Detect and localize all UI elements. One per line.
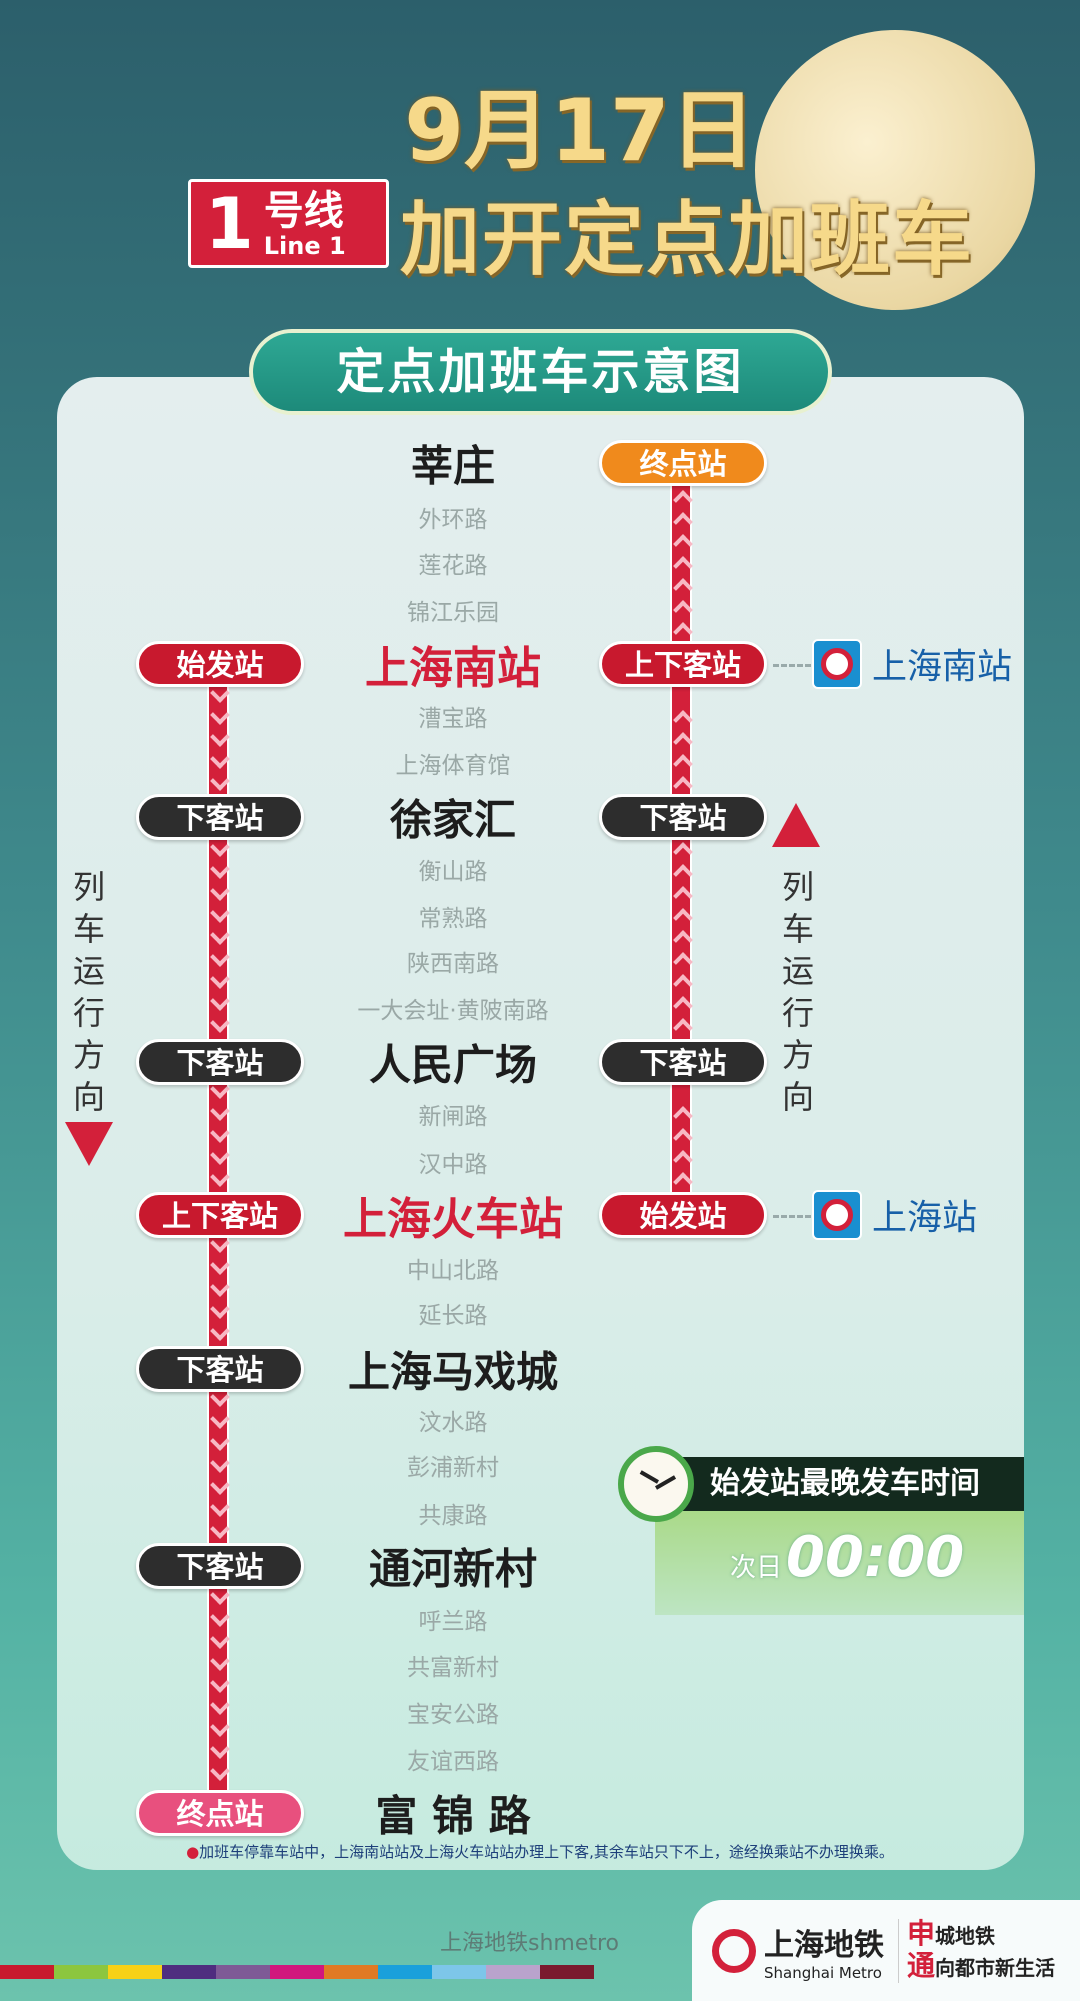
- diagram-title: 定点加班车示意图: [249, 329, 832, 415]
- last-departure-box: [655, 1495, 1024, 1615]
- station-name: 呼兰路: [418, 1609, 488, 1635]
- railway-station-label: 上海南站: [872, 647, 1013, 688]
- station-name: 宝安公路: [407, 1702, 499, 1728]
- stop-type-badge-left: 终点站: [136, 1790, 304, 1836]
- station-name: 人民广场: [368, 1040, 538, 1090]
- color-stripe: [54, 1965, 108, 1979]
- color-stripe: [0, 1965, 54, 1979]
- railway-station-icon: [812, 639, 862, 689]
- color-stripe: [486, 1965, 540, 1979]
- color-stripe: [162, 1965, 216, 1979]
- arrow-down-icon: [65, 1122, 113, 1166]
- station-name: 外环路: [418, 507, 488, 533]
- stop-type-badge-left: 始发站: [136, 641, 304, 687]
- footnote: ●加班车停靠车站中，上海南站站及上海火车站站办理上下客,其余车站只下不上，途经换…: [60, 1841, 1020, 1862]
- direction-label-left: 列车运行方向: [72, 868, 105, 1116]
- stop-type-badge-right: 下客站: [599, 1039, 767, 1085]
- station-name: 延长路: [418, 1303, 488, 1329]
- slogan-1b: 城地铁: [935, 1923, 996, 1948]
- last-departure-time: 次日00:00: [730, 1525, 964, 1590]
- railway-station-label: 上海站: [872, 1198, 978, 1239]
- station-name: 汶水路: [418, 1410, 488, 1436]
- station-name: 中山北路: [407, 1258, 499, 1284]
- direction-label-right: 列车运行方向: [781, 868, 814, 1116]
- date-title: 9月17日: [404, 81, 756, 181]
- page-subtitle: 加开定点加班车: [400, 193, 974, 286]
- logo-en: Shanghai Metro: [764, 1963, 882, 1982]
- color-stripe: [432, 1965, 486, 1979]
- station-name: 常熟路: [418, 906, 488, 932]
- color-stripe: [540, 1965, 594, 1979]
- shanghai-metro-logo-icon: [712, 1928, 756, 1973]
- line-en: Line 1: [263, 231, 346, 260]
- station-name: 莘庄: [410, 441, 496, 491]
- station-name: 上海火车站: [343, 1194, 563, 1245]
- station-name: 共康路: [418, 1503, 488, 1529]
- last-departure-title: 始发站最晚发车时间: [660, 1457, 1024, 1511]
- stop-type-badge-left: 下客站: [136, 1346, 304, 1392]
- slogan-2a: 通: [907, 1948, 936, 1982]
- next-day-label: 次日: [730, 1553, 783, 1583]
- stop-type-badge-left: 上下客站: [136, 1192, 304, 1238]
- station-name: 上海体育馆: [395, 753, 511, 779]
- station-name: 彭浦新村: [407, 1455, 499, 1481]
- stop-type-badge-right: 上下客站: [599, 641, 767, 687]
- slogan-1a: 申: [907, 1916, 936, 1950]
- station-name: 衡山路: [418, 859, 488, 885]
- stop-type-badge-left: 下客站: [136, 1039, 304, 1085]
- color-stripe: [270, 1965, 324, 1979]
- station-name: 漕宝路: [418, 706, 488, 732]
- slogan-2b: 向都市新生活: [935, 1955, 1056, 1980]
- station-name: 友谊西路: [407, 1749, 499, 1775]
- stop-type-badge-right: 始发站: [599, 1192, 767, 1238]
- logo-cn: 上海地铁: [764, 1927, 884, 1963]
- slogan: 申城地铁 通向都市新生活: [898, 1916, 1056, 1983]
- last-departure-title-text: 始发站最晚发车时间: [710, 1466, 980, 1501]
- station-name: 共富新村: [407, 1655, 499, 1681]
- dashed-connector: [773, 1215, 811, 1218]
- dashed-connector: [773, 664, 811, 667]
- station-name: 新闸路: [418, 1104, 488, 1130]
- station-name: 汉中路: [418, 1152, 488, 1178]
- station-name: 一大会址·黄陂南路: [357, 998, 549, 1024]
- stop-type-badge-left: 下客站: [136, 1543, 304, 1589]
- color-stripe: [216, 1965, 270, 1979]
- watermark: 上海地铁shmetro: [440, 1931, 620, 1956]
- station-name: 通河新村: [368, 1544, 538, 1594]
- color-stripe: [378, 1965, 432, 1979]
- station-name: 上海马戏城: [347, 1347, 559, 1397]
- station-name: 上海南站: [365, 643, 541, 694]
- station-name: 陕西南路: [407, 951, 499, 977]
- color-stripe: [108, 1965, 162, 1979]
- station-name: 莲花路: [418, 553, 488, 579]
- color-stripe: [324, 1965, 378, 1979]
- station-name: 富 锦 路: [375, 1791, 531, 1841]
- railway-station-icon: [812, 1190, 862, 1240]
- clock-icon: [618, 1446, 694, 1522]
- stop-type-badge-right: 终点站: [599, 440, 767, 486]
- footnote-text: 加班车停靠车站中，上海南站站及上海火车站站办理上下客,其余车站只下不上，途经换乘…: [199, 1843, 894, 1861]
- station-name: 锦江乐园: [407, 600, 499, 626]
- line-number: 1: [205, 182, 254, 265]
- line-cn: 号线: [263, 187, 344, 234]
- arrow-up-icon: [772, 803, 820, 847]
- bullet-icon: ●: [186, 1843, 200, 1861]
- station-name: 徐家汇: [389, 795, 517, 845]
- time-value: 00:00: [786, 1525, 965, 1590]
- line-left-track: [207, 664, 229, 1813]
- moon-decoration: [755, 30, 1035, 310]
- diagram-panel: [57, 377, 1024, 1870]
- stop-type-badge-right: 下客站: [599, 794, 767, 840]
- stop-type-badge-left: 下客站: [136, 794, 304, 840]
